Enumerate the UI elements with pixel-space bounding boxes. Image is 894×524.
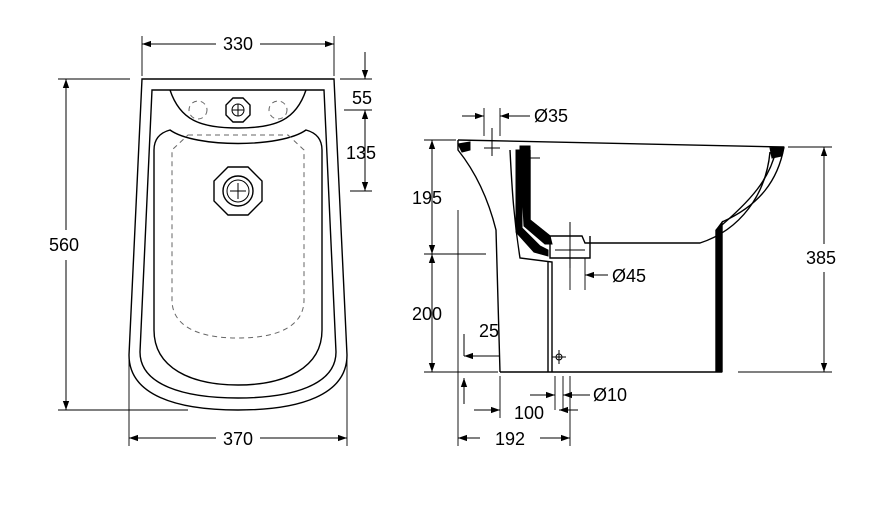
- front-view: [128, 78, 348, 411]
- dim-waste-dia: Ø45: [612, 266, 646, 286]
- side-bowl-curve: [721, 146, 785, 223]
- right-tap-hole-hidden: [268, 100, 288, 120]
- dim-bottom-width: 370: [223, 429, 253, 449]
- dim-offset-small: 25: [479, 321, 499, 341]
- dim-height-lower: 200: [412, 304, 442, 324]
- dim-height: 560: [49, 235, 79, 255]
- left-tap-hole-hidden: [188, 100, 208, 120]
- dim-fixing-distance: 100: [514, 403, 544, 423]
- front-tap-deck-arc: [169, 89, 307, 129]
- front-outer-outline: [128, 78, 348, 411]
- front-hidden-basin: [171, 134, 305, 339]
- side-dimensions: Ø35 195 200 385 25 Ø45 Ø10: [412, 106, 836, 449]
- front-inner-rim: [139, 89, 337, 399]
- dim-top-offset: 55: [352, 88, 372, 108]
- waste-hole: [213, 166, 263, 216]
- center-tap-hole: [225, 97, 251, 123]
- front-basin-outline: [153, 129, 323, 386]
- side-bowl-inner: [529, 150, 771, 244]
- dim-depth: 192: [495, 429, 525, 449]
- dim-top-width: 330: [223, 34, 253, 54]
- dim-fixing-hole-dia: Ø10: [593, 385, 627, 405]
- side-view: [457, 128, 785, 373]
- dim-hole-spacing: 135: [346, 143, 376, 163]
- dim-tap-hole-dia: Ø35: [534, 106, 568, 126]
- front-dimensions: 330 370 560 55 135: [49, 34, 376, 449]
- side-outer-profile: [457, 140, 501, 373]
- dim-height-upper: 195: [412, 188, 442, 208]
- dim-total-height: 385: [806, 248, 836, 268]
